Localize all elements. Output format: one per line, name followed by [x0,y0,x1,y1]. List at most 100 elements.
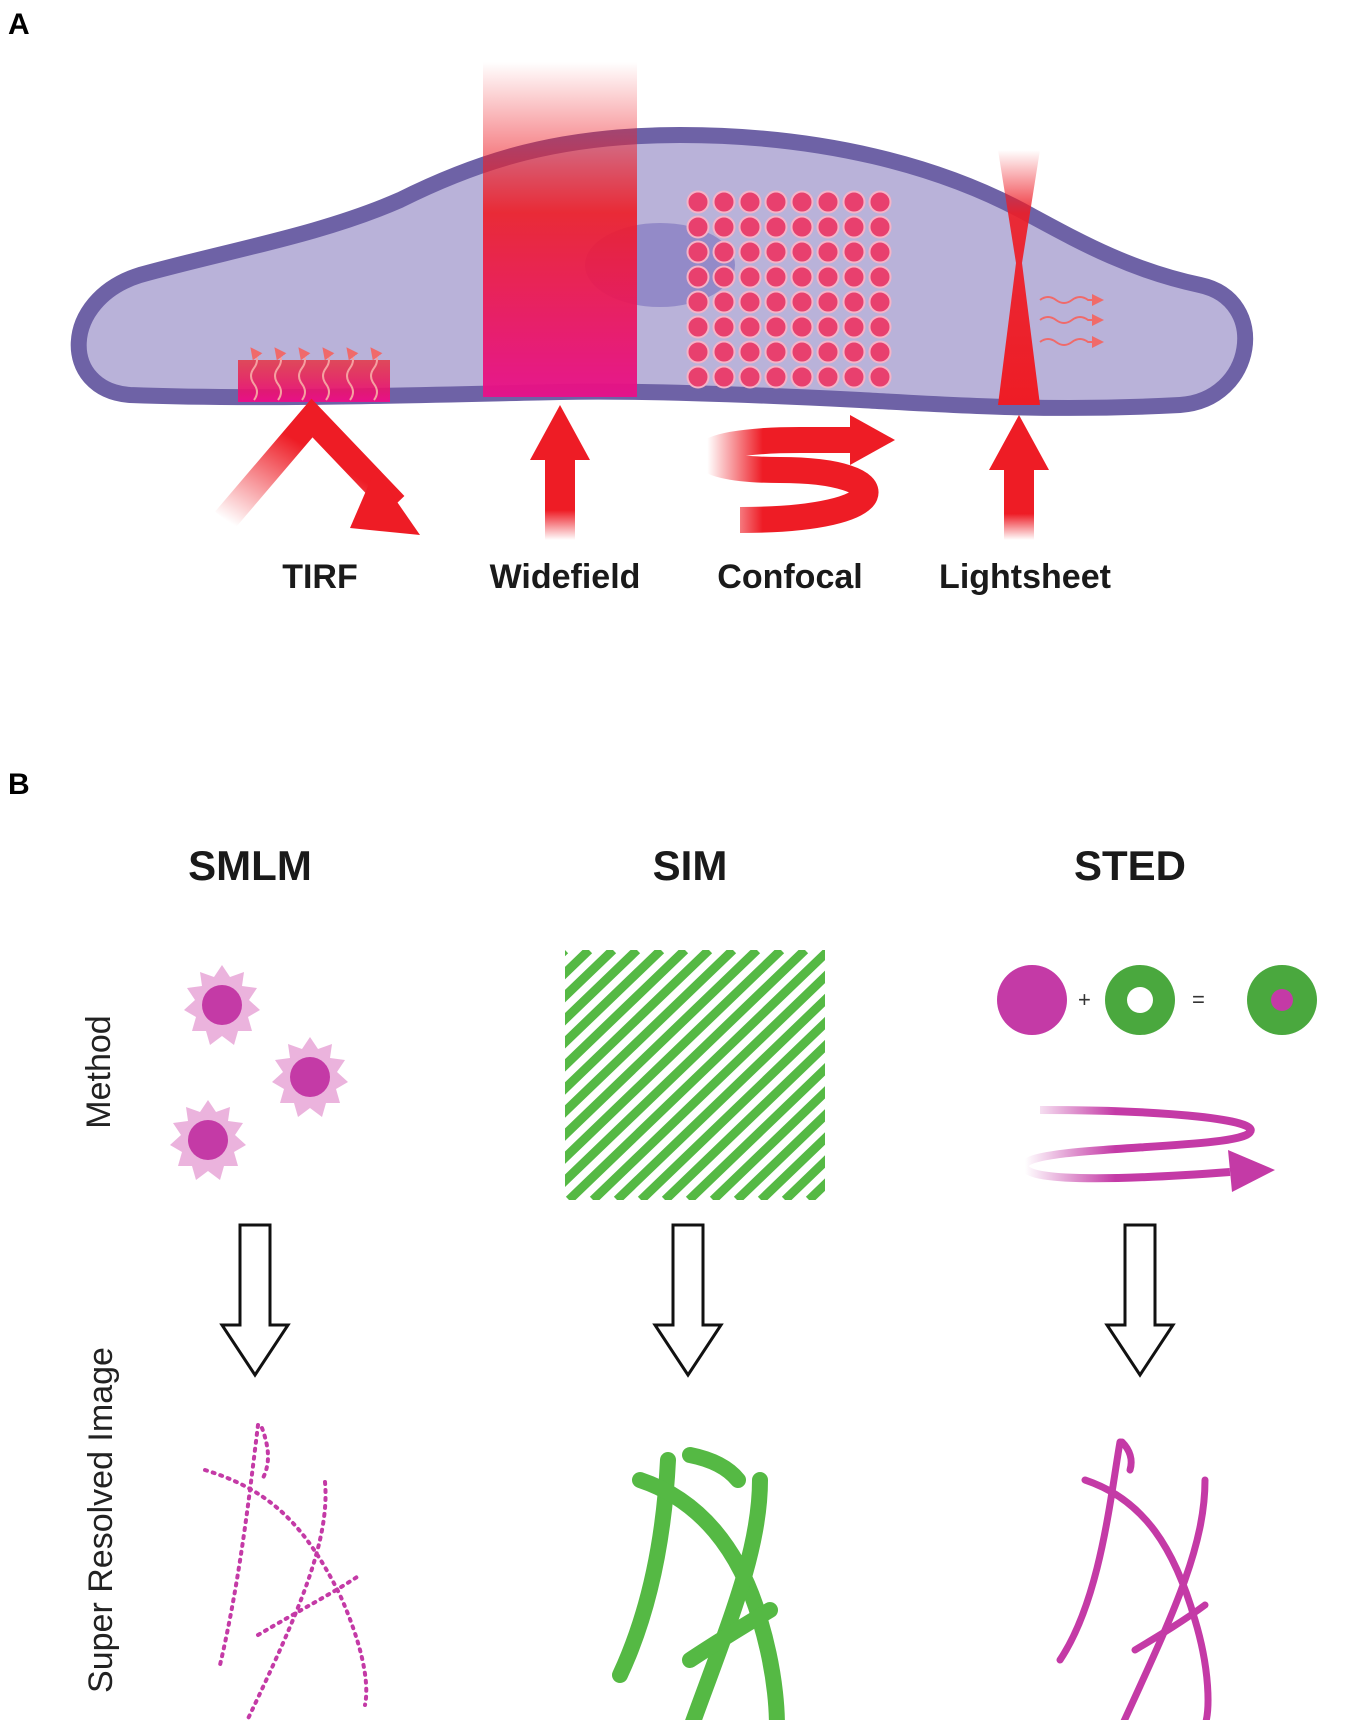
sim-stripe [565,950,689,1072]
confocal-dot [842,365,866,389]
label-lightsheet: Lightsheet [939,558,1111,596]
confocal-dot [738,215,762,239]
sim-stripe [685,1062,825,1200]
confocal-dot [816,190,840,214]
lightsheet-beam [998,150,1040,405]
sted-filaments [1056,1438,1212,1720]
smlm-molecule [272,1037,348,1117]
widefield-beam [483,62,637,397]
sim-stripe [733,1109,825,1200]
confocal-dot [712,365,736,389]
molecule-core [188,1120,228,1160]
confocal-dot [868,290,892,314]
confocal-dot [868,315,892,339]
tirf-arrow [215,398,405,529]
sim-stripe [565,950,569,957]
confocal-dot [738,240,762,264]
sim-stripe [565,950,761,1141]
smlm-molecules [170,965,348,1180]
confocal-dot [764,265,788,289]
effective-psf-core [1271,989,1293,1011]
sted-plus: + [1078,987,1091,1012]
confocal-dot [686,190,710,214]
confocal-dot [712,340,736,364]
smlm-filaments [203,1423,369,1720]
tirf-arrowhead [350,470,420,535]
confocal-dot [764,240,788,264]
confocal-dot [816,340,840,364]
sim-stripes [565,950,825,1200]
confocal-grid [686,190,892,389]
confocal-dot [790,365,814,389]
confocal-dot [842,215,866,239]
confocal-dot [816,215,840,239]
title-smlm: SMLM [188,842,312,889]
sim-stripe [613,993,825,1200]
confocal-dot [764,340,788,364]
confocal-dot [790,340,814,364]
confocal-dot [842,190,866,214]
confocal-dot [712,215,736,239]
molecule-core [202,985,242,1025]
confocal-dot [816,365,840,389]
sted-equals: = [1192,987,1205,1012]
title-sim: SIM [652,842,728,889]
sim-stripe [565,950,617,1003]
confocal-dot [738,365,762,389]
sim-stripe [565,950,785,1164]
sted-arrowhead [1228,1150,1275,1192]
confocal-dot [790,240,814,264]
sted-scan-path [1021,1106,1255,1183]
confocal-dot [764,190,788,214]
sim-stripe [589,970,825,1200]
confocal-dot [738,190,762,214]
down-arrow-sim [652,1223,724,1378]
panel-b-letter: B [8,768,30,801]
molecule-core [290,1057,330,1097]
confocal-dot [868,265,892,289]
excitation-spot [997,965,1067,1035]
confocal-dot [816,265,840,289]
sim-stripe [565,950,737,1118]
widefield-arrowhead [530,405,590,460]
confocal-dot [816,315,840,339]
tirf-emission [250,347,383,401]
panel-a-illustration [70,62,1254,540]
sim-stripe [757,1132,825,1200]
confocal-dot [686,365,710,389]
label-tirf: TIRF [282,558,358,596]
confocal-dot [842,315,866,339]
sim-stripe [565,950,641,1026]
confocal-dot [712,315,736,339]
label-confocal: Confocal [717,558,863,596]
sim-stripe [661,1039,825,1200]
sim-stripe [637,1016,825,1200]
confocal-dot [686,315,710,339]
label-widefield: Widefield [489,558,641,596]
smlm-molecule [184,965,260,1045]
sim-stripe [565,950,809,1188]
confocal-dot [790,190,814,214]
panel-a-letter: A [8,8,30,41]
confocal-dot [686,240,710,264]
lightsheet-emission [1039,294,1104,348]
depletion-donut-hole [1127,987,1153,1013]
sim-filaments [612,1447,785,1720]
widefield-arrow-shaft [545,455,575,540]
confocal-dot [738,315,762,339]
confocal-dot [686,215,710,239]
confocal-dot [738,340,762,364]
panel-b-illustration [170,950,1317,1720]
confocal-dot [816,240,840,264]
sim-stripe [709,1086,825,1200]
down-arrow-smlm [219,1223,291,1378]
confocal-dot [790,290,814,314]
confocal-dot [686,340,710,364]
confocal-dot [764,215,788,239]
confocal-arrowhead [850,415,895,465]
sted-equation [997,965,1317,1035]
confocal-dot [764,315,788,339]
confocal-dot [790,315,814,339]
confocal-dot [764,365,788,389]
